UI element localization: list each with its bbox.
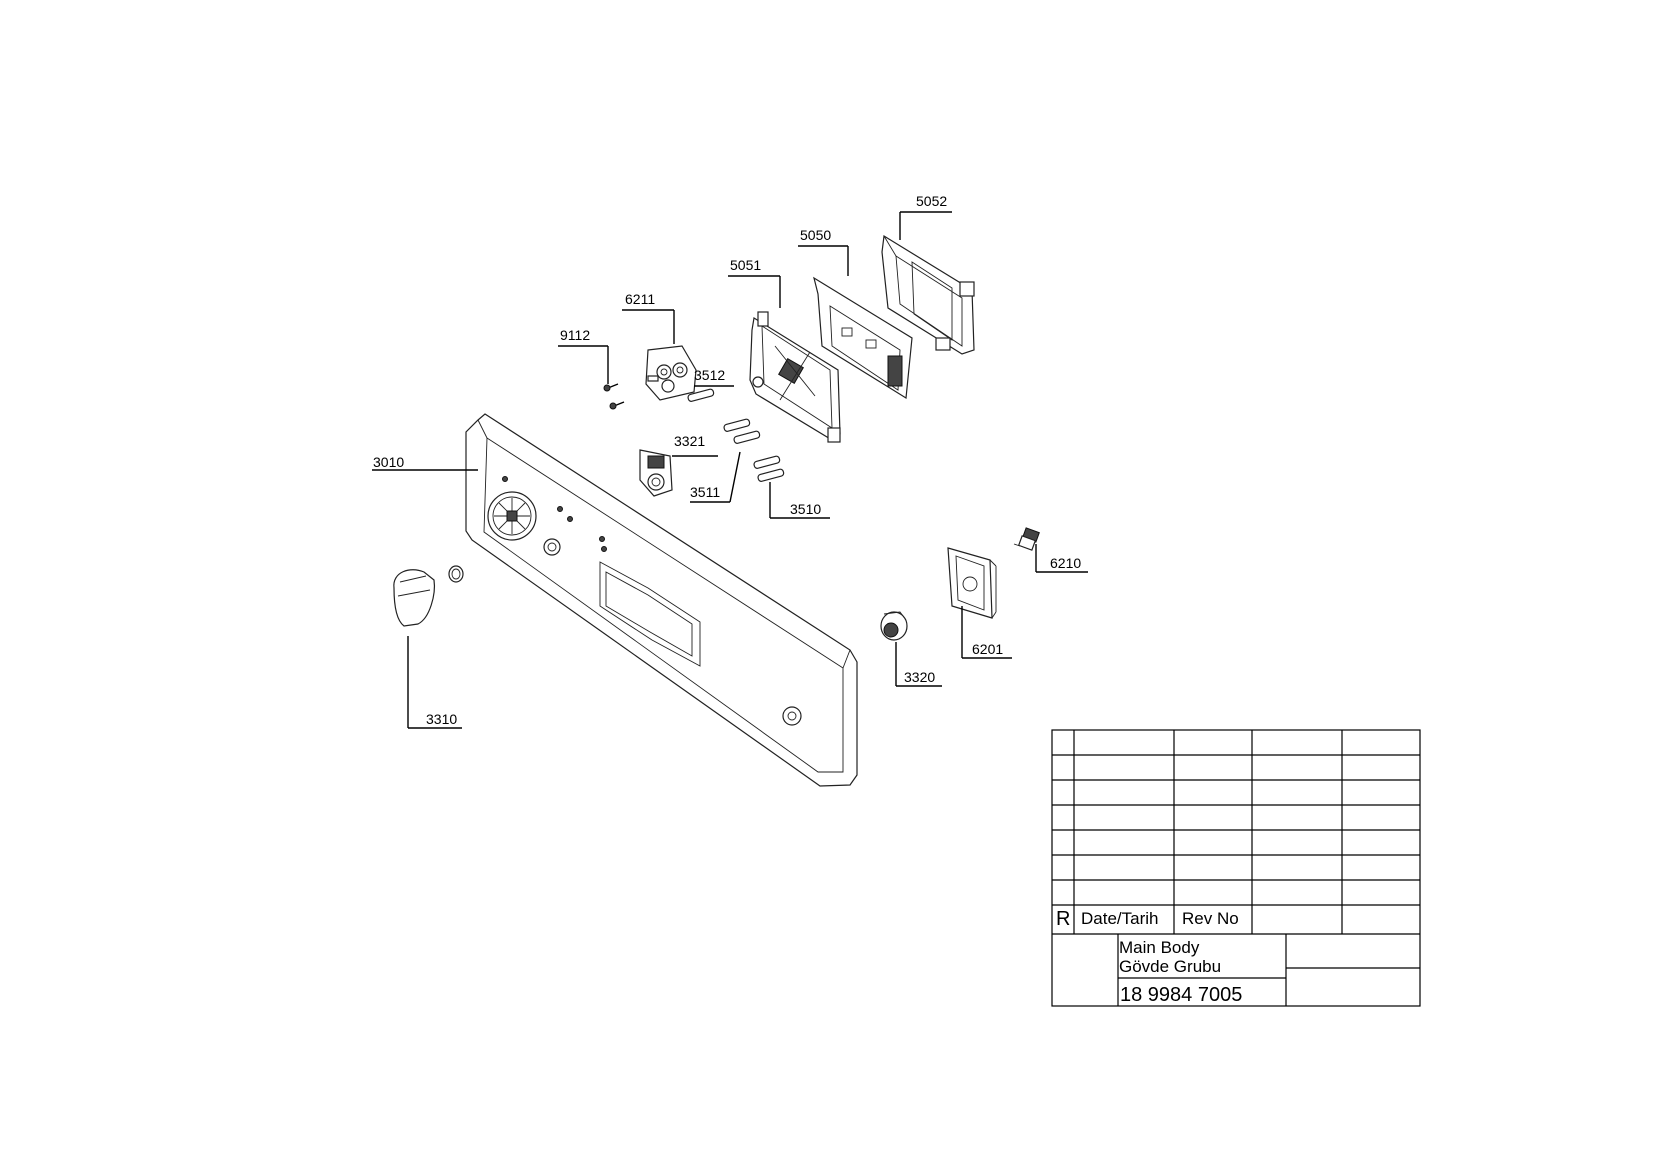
label-3010: 3010	[373, 454, 404, 470]
rev-no-header: Rev No	[1182, 909, 1239, 928]
title-line-1: Main Body	[1119, 938, 1200, 957]
label-9112: 9112	[560, 327, 590, 343]
label-3321: 3321	[674, 433, 705, 449]
label-5050: 5050	[800, 227, 831, 243]
title-block: R Date/Tarih Rev No Main Body Gövde Grub…	[1051, 729, 1421, 1007]
bracket-5051	[749, 311, 841, 443]
part-number: 18 9984 7005	[1120, 984, 1242, 1006]
part-labels: 3010 3310 3320 6201 6210 3510 3511 3321 …	[373, 193, 1081, 727]
label-3511: 3511	[690, 484, 720, 500]
label-3320: 3320	[904, 669, 935, 685]
switch-block-6211	[645, 345, 697, 401]
display-lens-6201	[947, 547, 997, 619]
label-6211: 6211	[625, 291, 655, 307]
housing-5052	[881, 235, 975, 355]
label-3512: 3512	[694, 367, 725, 383]
label-3310: 3310	[426, 711, 457, 727]
pcb-5050	[813, 276, 913, 400]
title-line-2: Gövde Grubu	[1119, 957, 1221, 976]
rev-marker: R	[1056, 908, 1070, 930]
screws-9112	[603, 383, 625, 410]
switch-6210	[1013, 527, 1040, 551]
push-rods	[687, 388, 785, 482]
date-header: Date/Tarih	[1081, 909, 1158, 928]
button-3320	[880, 611, 908, 641]
label-5052: 5052	[916, 193, 947, 209]
button-3321	[639, 449, 673, 497]
label-6210: 6210	[1050, 555, 1081, 571]
leader-lines	[372, 211, 1088, 729]
knob-3310	[393, 565, 464, 627]
control-panel-3010	[465, 413, 858, 787]
label-6201: 6201	[972, 641, 1003, 657]
label-5051: 5051	[730, 257, 761, 273]
label-3510: 3510	[790, 501, 821, 517]
